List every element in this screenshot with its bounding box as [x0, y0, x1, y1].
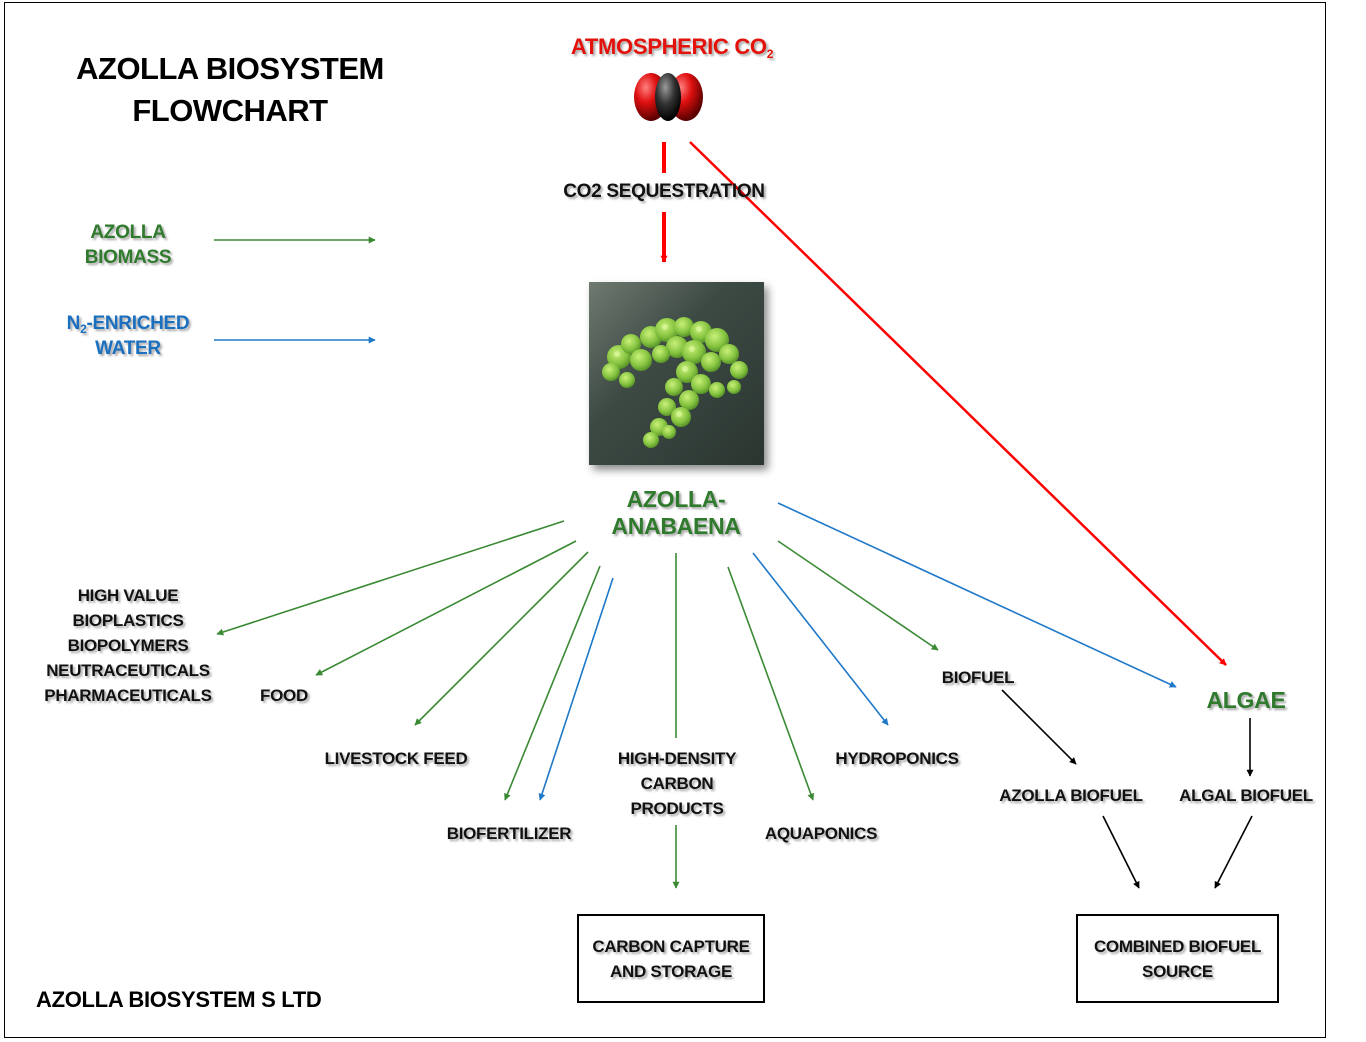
carbon-line-2: CARBON: [598, 771, 756, 796]
title-line-1: AZOLLA BIOSYSTEM: [60, 48, 400, 90]
carbon-line-1: HIGH-DENSITY: [598, 746, 756, 771]
arrow-azolla-biofuel-to-combined: [1103, 816, 1139, 888]
aquaponics-label: AQUAPONICS: [751, 821, 891, 846]
co2-subscript: 2: [767, 47, 773, 61]
ccs-line-1: CARBON CAPTURE: [592, 934, 749, 959]
company-footer: AZOLLA BIOSYSTEM S LTD: [36, 985, 356, 1015]
azolla-biomass-label: AZOLLA BIOMASS: [48, 220, 208, 270]
biomass-line-1: AZOLLA: [48, 220, 208, 245]
carbon-products-label: HIGH-DENSITY CARBON PRODUCTS: [598, 746, 756, 821]
high-value-line-5: PHARMACEUTICALS: [28, 683, 228, 708]
algae-label: ALGAE: [1192, 686, 1300, 714]
biofertilizer-label: BIOFERTILIZER: [434, 821, 584, 846]
co2-sequestration-label: CO2 SEQUESTRATION: [534, 179, 794, 204]
azolla-anabaena-label: AZOLLA- ANABAENA: [576, 486, 776, 540]
high-value-products-label: HIGH VALUE BIOPLASTICS BIOPOLYMERS NEUTR…: [28, 583, 228, 708]
atmospheric-co2-label: ATMOSPHERIC CO2: [540, 32, 804, 62]
water-n: N: [67, 313, 80, 334]
carbon-capture-storage-box: CARBON CAPTURE AND STORAGE: [577, 914, 765, 1003]
azolla-plant-image: [589, 282, 764, 465]
combined-line-1: COMBINED BIOFUEL: [1094, 934, 1261, 959]
arrow-to-biofertilizer-green: [505, 566, 600, 800]
ccs-line-2: AND STORAGE: [592, 959, 749, 984]
carbon-line-3: PRODUCTS: [598, 796, 756, 821]
biofuel-label: BIOFUEL: [928, 665, 1028, 690]
combined-text: COMBINED BIOFUEL SOURCE: [1094, 934, 1261, 984]
azolla-biofuel-label: AZOLLA BIOFUEL: [990, 783, 1152, 808]
arrow-to-algae-blue: [778, 503, 1176, 687]
combined-biofuel-source-box: COMBINED BIOFUEL SOURCE: [1076, 914, 1279, 1003]
algal-biofuel-label: ALGAL BIOFUEL: [1172, 783, 1320, 808]
livestock-feed-label: LIVESTOCK FEED: [316, 746, 476, 771]
center-line-1: AZOLLA-: [576, 486, 776, 513]
high-value-line-3: BIOPOLYMERS: [28, 633, 228, 658]
arrow-biofuel-to-azolla-biofuel: [1002, 690, 1076, 764]
high-value-line-1: HIGH VALUE: [28, 583, 228, 608]
water-rest: -ENRICHED: [86, 313, 189, 334]
food-label: FOOD: [244, 683, 324, 708]
hydroponics-label: HYDROPONICS: [822, 746, 972, 771]
combined-line-2: SOURCE: [1094, 959, 1261, 984]
high-value-line-2: BIOPLASTICS: [28, 608, 228, 633]
high-value-line-4: NEUTRACEUTICALS: [28, 658, 228, 683]
arrow-to-food: [316, 541, 576, 675]
arrow-to-high-value: [217, 521, 564, 634]
co2-label-text: ATMOSPHERIC CO: [571, 34, 767, 59]
ccs-text: CARBON CAPTURE AND STORAGE: [592, 934, 749, 984]
water-line-2: WATER: [38, 336, 218, 361]
arrow-algal-biofuel-to-combined: [1215, 816, 1252, 888]
biomass-line-2: BIOMASS: [48, 245, 208, 270]
n2-enriched-water-label: N2-ENRICHED WATER: [38, 311, 218, 361]
center-line-2: ANABAENA: [576, 513, 776, 540]
water-line-1: N2-ENRICHED: [38, 311, 218, 336]
title-line-2: FLOWCHART: [60, 90, 400, 132]
co2-molecule-icon: [634, 73, 703, 121]
arrow-to-biofuel: [778, 541, 938, 650]
arrow-to-livestock-feed: [415, 552, 588, 725]
page-title: AZOLLA BIOSYSTEM FLOWCHART: [60, 48, 400, 132]
arrow-to-hydroponics: [753, 553, 888, 725]
